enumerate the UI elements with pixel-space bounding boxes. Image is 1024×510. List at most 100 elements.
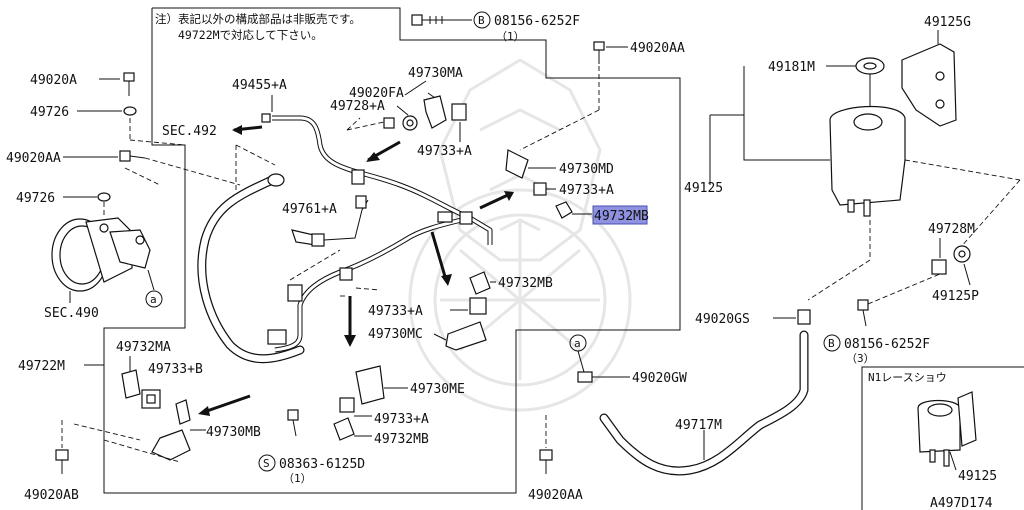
circle-marker-a-pump [145, 290, 163, 308]
grommet-49728M-icon[interactable] [931, 259, 947, 275]
label-49125-inset[interactable]: 49125 [958, 469, 997, 484]
bracket-49730MB-icon[interactable] [151, 399, 191, 461]
bracket-49730MA-icon[interactable] [423, 95, 447, 129]
bracket-49730MD-icon[interactable] [505, 149, 529, 179]
label-49125G[interactable]: 49125G [924, 15, 971, 30]
bolt-49020AA-top-icon[interactable] [593, 41, 605, 64]
label-49125[interactable]: 49125 [684, 181, 723, 196]
bolt-right-prefix-badge [823, 334, 841, 352]
label-49020GW[interactable]: 49020GW [632, 371, 687, 386]
bolt-top-prefix: B [478, 14, 485, 27]
label-49730MD[interactable]: 49730MD [559, 162, 614, 177]
clamp-49733A-2-icon[interactable] [533, 182, 547, 196]
clamp-49733A-3-icon[interactable] [469, 297, 487, 315]
watermark-emblem [408, 58, 632, 412]
label-49733A-2[interactable]: 49733+A [559, 183, 614, 198]
label-49733A-4[interactable]: 49733+A [374, 412, 429, 427]
sec-490-label[interactable]: SEC.490 [44, 306, 99, 321]
label-49732MB-highlighted[interactable]: 49732MB [594, 209, 649, 224]
arrow-head-icon [504, 191, 514, 201]
diagram-id: A497D174 [930, 496, 993, 510]
screw-08363-icon[interactable] [287, 409, 299, 437]
label-49181M[interactable]: 49181M [768, 60, 815, 75]
label-49730MC[interactable]: 49730MC [368, 327, 423, 342]
bolt-49020A-icon[interactable] [123, 72, 135, 96]
label-49020A[interactable]: 49020A [30, 73, 77, 88]
bolt-right-qty: （3） [846, 352, 875, 365]
arrow-head-icon [232, 125, 242, 135]
label-49732MB-3[interactable]: 49732MB [374, 432, 429, 447]
circle-marker-a-pump-text: a [150, 293, 157, 306]
reservoir-cap-49181M-icon[interactable] [855, 57, 885, 75]
pressure-switch-49761A-icon[interactable] [291, 229, 325, 247]
label-49730MB[interactable]: 49730MB [206, 425, 261, 440]
clip-49732MB-2-icon[interactable] [469, 271, 491, 295]
clip-49732MB-highlighted-icon[interactable] [555, 201, 573, 219]
label-49020FA[interactable]: 49020FA [349, 86, 404, 101]
arrow-head-icon [198, 406, 210, 416]
inset-box [861, 366, 1024, 510]
grommet-49728A-icon[interactable] [402, 115, 418, 131]
label-49730MA[interactable]: 49730MA [408, 66, 463, 81]
bolt-49020AB-icon[interactable] [55, 449, 69, 474]
bolt-top-qty: （1） [496, 30, 525, 43]
label-49726-a[interactable]: 49726 [30, 105, 69, 120]
power-steering-pump-icon[interactable] [51, 217, 151, 292]
washer-49726-b-icon[interactable] [97, 192, 111, 202]
bracket-49730ME-icon[interactable] [355, 365, 385, 405]
label-49732MA[interactable]: 49732MA [116, 340, 171, 355]
label-49728A[interactable]: 49728+A [330, 99, 385, 114]
arrow-head-icon [441, 274, 452, 286]
bolt-right-code[interactable]: 08156-6252F [844, 337, 930, 352]
screw-qty: （1） [283, 472, 312, 485]
label-49455A[interactable]: 49455+A [232, 78, 287, 93]
circle-marker-a-hose-text: a [574, 337, 581, 350]
screw-code[interactable]: 08363-6125D [279, 457, 365, 472]
label-49733B[interactable]: 49733+B [148, 362, 203, 377]
bolt-49020AA-bottom-icon[interactable] [539, 449, 553, 474]
bolt-49020FA-icon[interactable] [383, 117, 395, 129]
clip-49732MA-icon[interactable] [121, 369, 141, 399]
assembly-outline [103, 7, 681, 494]
label-49020AB[interactable]: 49020AB [24, 488, 79, 503]
return-pipe [272, 115, 493, 245]
clamp-49733B-icon[interactable] [141, 389, 161, 409]
reservoir-tank-inset-icon[interactable] [917, 391, 977, 467]
hose-clamp-49020GS-icon[interactable] [797, 309, 811, 325]
bolt-right-icon[interactable] [857, 299, 869, 327]
label-49125P[interactable]: 49125P [932, 289, 979, 304]
clamp-49733A-top-icon[interactable] [451, 103, 467, 121]
clip-49732MB-3-icon[interactable] [333, 417, 355, 441]
grommet-49125P-icon[interactable] [953, 245, 971, 263]
note-line-1: 注）表記以外の構成部品は非販売です。 [155, 12, 361, 26]
label-49732MB-2[interactable]: 49732MB [498, 276, 553, 291]
label-49020AA-left[interactable]: 49020AA [6, 151, 61, 166]
label-49730ME[interactable]: 49730ME [410, 382, 465, 397]
hose-end-fitting-icon [267, 173, 285, 187]
label-49722M[interactable]: 49722M [18, 359, 65, 374]
reservoir-tank-49125-icon[interactable] [829, 105, 906, 217]
label-49020GS[interactable]: 49020GS [695, 312, 750, 327]
label-49733A-1[interactable]: 49733+A [417, 144, 472, 159]
washer-49726-a-icon[interactable] [123, 106, 137, 116]
screw-prefix: S [263, 457, 270, 470]
label-49717M[interactable]: 49717M [675, 418, 722, 433]
label-49761A[interactable]: 49761+A [282, 202, 337, 217]
bolt-49020AA-left-icon[interactable] [119, 150, 146, 162]
sec-492-label[interactable]: SEC.492 [162, 124, 217, 139]
bolt-top-prefix-badge [473, 11, 491, 29]
highlight-49732MB[interactable] [592, 205, 648, 225]
hose-clamp-49020GW-icon[interactable] [577, 371, 593, 383]
bolt-top-code[interactable]: 08156-6252F [494, 14, 580, 29]
label-49020AA-bottom[interactable]: 49020AA [528, 488, 583, 503]
label-49728M[interactable]: 49728M [928, 222, 975, 237]
label-49726-b[interactable]: 49726 [16, 191, 55, 206]
bracket-49125G-icon[interactable] [901, 43, 957, 127]
bracket-49730MC-icon[interactable] [445, 321, 487, 351]
label-49020AA-top[interactable]: 49020AA [630, 41, 685, 56]
clamp-49733A-4-icon[interactable] [339, 397, 355, 413]
bolt-top-icon[interactable] [411, 14, 448, 26]
label-49733A-3[interactable]: 49733+A [368, 304, 423, 319]
inset-title: N1レースショウ [868, 371, 947, 384]
